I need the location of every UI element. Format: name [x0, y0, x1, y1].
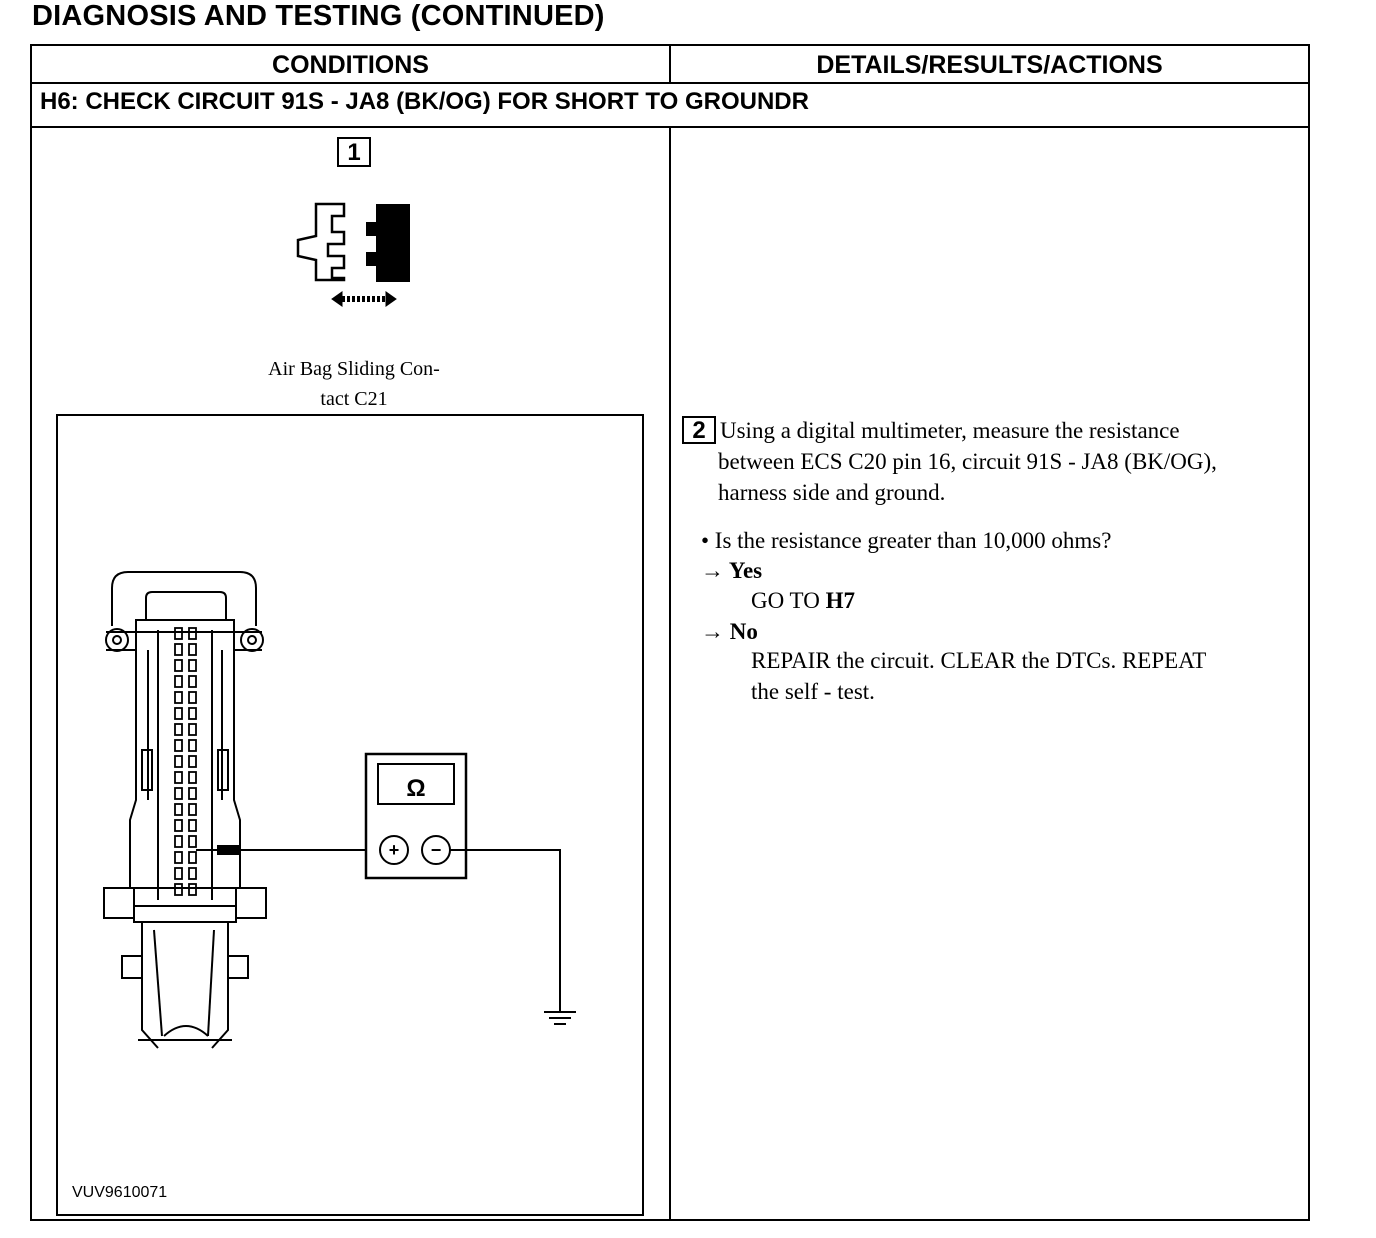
- no-label: → No: [701, 619, 758, 644]
- test-diagram-frame: [56, 414, 644, 1216]
- caption-line-2: tact C21: [320, 388, 388, 410]
- yes-label: → Yes: [701, 558, 763, 583]
- no-action-line-1: REPAIR the circuit. CLEAR the DTCs. REPE…: [751, 648, 1207, 673]
- step-2-number: 2: [682, 416, 716, 444]
- yes-action-prefix: GO TO: [751, 588, 826, 613]
- details-header: DETAILS/RESULTS/ACTIONS: [816, 51, 1163, 79]
- yes-action-target: H7: [825, 588, 855, 613]
- header-divider: [30, 82, 1310, 84]
- figure-code: VUV9610071: [72, 1184, 168, 1201]
- no-action-line-2: the self - test.: [751, 679, 875, 704]
- caption-line-1: Air Bag Sliding Con-: [268, 358, 440, 380]
- conditions-header: CONDITIONS: [272, 51, 429, 79]
- instruction-line-3: harness side and ground.: [718, 480, 946, 505]
- page-title: DIAGNOSIS AND TESTING (CONTINUED): [32, 0, 605, 32]
- step-1-number: 1: [337, 137, 371, 167]
- instruction-line-1: Using a digital multimeter, measure the …: [720, 418, 1180, 443]
- step-title: H6: CHECK CIRCUIT 91S - JA8 (BK/OG) FOR …: [40, 88, 809, 115]
- yes-action: GO TO H7: [751, 588, 855, 614]
- resistance-question: • Is the resistance greater than 10,000 …: [701, 528, 1112, 553]
- instruction-line-2: between ECS C20 pin 16, circuit 91S - JA…: [718, 449, 1217, 474]
- step-2-instruction: Using a digital multimeter, measure the …: [718, 415, 1308, 508]
- component-caption: Air Bag Sliding Con- tact C21: [248, 354, 460, 414]
- column-divider-top: [669, 44, 671, 83]
- column-divider: [669, 126, 671, 1221]
